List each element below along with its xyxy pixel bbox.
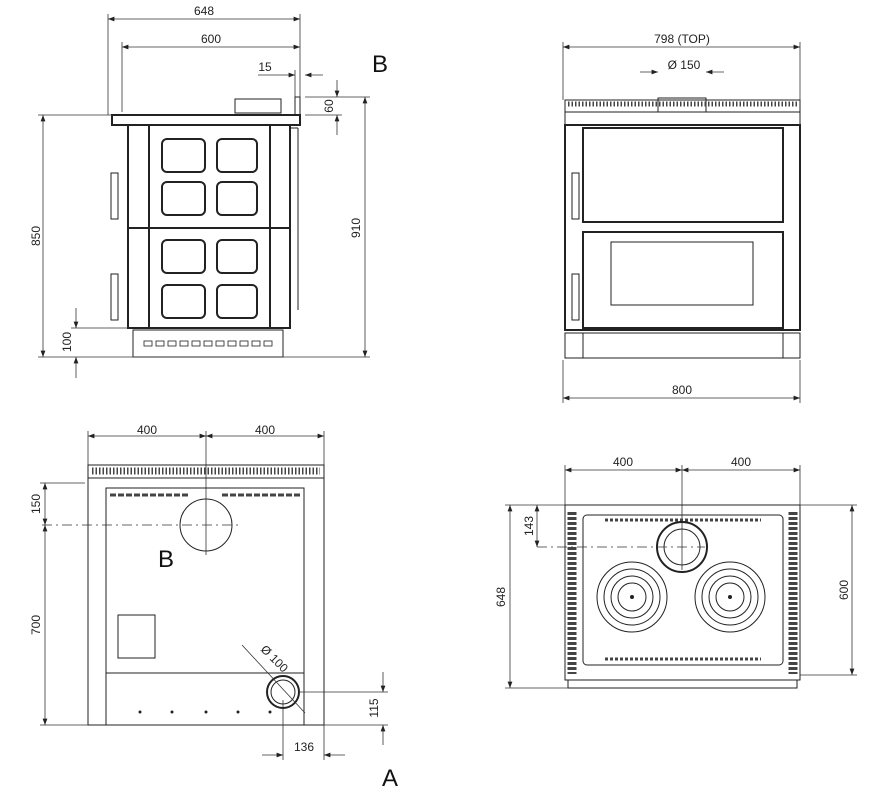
section-label-b: B [372, 51, 388, 78]
cooktop [582, 514, 784, 666]
label-a: A [382, 765, 398, 792]
top-view: 400 400 143 648 600 [494, 455, 857, 689]
dim-outlet-diameter: Ø 100 [258, 642, 291, 675]
burner-right [694, 561, 766, 633]
dim-400-right: 400 [255, 423, 275, 437]
lower-oven-door [582, 231, 784, 329]
dim-60: 60 [322, 99, 336, 113]
dim-600: 600 [837, 580, 851, 600]
oven-window [610, 241, 754, 306]
front-body [564, 124, 801, 331]
dim-850: 850 [29, 226, 43, 246]
access-panel [117, 614, 156, 659]
dim-136: 136 [294, 740, 314, 754]
dim-115: 115 [367, 698, 381, 717]
label-b: B [158, 546, 174, 573]
dim-600: 600 [201, 32, 221, 46]
dim-flue-diameter: Ø 150 [668, 58, 701, 72]
dim-100: 100 [60, 332, 74, 352]
dim-648: 648 [194, 4, 214, 18]
dim-400-left: 400 [137, 423, 157, 437]
side-body [127, 124, 291, 329]
dim-15: 15 [258, 60, 272, 74]
dim-910: 910 [349, 218, 363, 238]
dim-143: 143 [522, 516, 536, 536]
burner-left [596, 561, 668, 633]
door-handle [110, 273, 119, 321]
side-view: 648 600 15 B 850 910 [29, 4, 388, 378]
front-view: 798 (TOP) Ø 150 800 [562, 32, 801, 403]
dim-798-top: 798 (TOP) [654, 32, 710, 46]
dim-800: 800 [672, 383, 692, 397]
upper-oven-door [582, 127, 784, 223]
dim-648: 648 [494, 587, 508, 607]
dim-400-right: 400 [731, 455, 751, 469]
door-handle [110, 172, 119, 220]
dim-700: 700 [29, 615, 43, 635]
dim-150: 150 [29, 494, 43, 514]
back-view: 400 400 B Ø 100 150 700 115 136 A [29, 423, 398, 792]
dim-400-left: 400 [613, 455, 633, 469]
